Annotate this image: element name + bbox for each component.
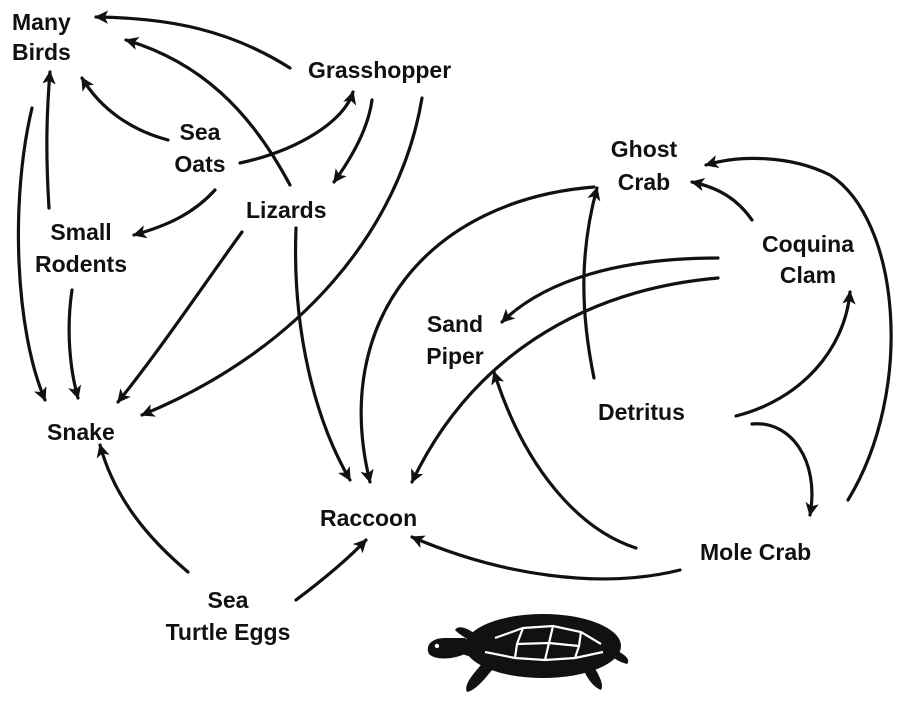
node-mole-crab-line-1: Mole Crab xyxy=(700,539,811,565)
arrow-coquina-clam-to-raccoon xyxy=(412,278,718,482)
node-sand-piper-line-2: Piper xyxy=(426,343,484,369)
arrow-detritus-to-ghost-crab xyxy=(584,188,597,378)
arrow-coquina-clam-to-ghost-crab xyxy=(692,182,752,220)
arrow-sea-oats-to-small-rodents xyxy=(134,190,215,235)
arrow-lizards-to-raccoon xyxy=(296,228,350,480)
feeding-arrows xyxy=(18,17,891,600)
node-many-birds: Many Birds xyxy=(12,9,71,65)
node-snake: Snake xyxy=(47,419,115,445)
arrow-mole-crab-to-raccoon xyxy=(412,537,680,579)
arrow-sea-turtle-eggs-to-snake xyxy=(100,445,188,572)
node-sea-oats-line-2: Oats xyxy=(174,151,225,177)
node-coquina-clam-line-2: Clam xyxy=(780,262,836,288)
node-small-rodents-line-2: Rodents xyxy=(35,251,127,277)
arrow-sea-oats-to-many-birds xyxy=(82,78,168,140)
node-detritus: Detritus xyxy=(598,399,685,425)
arrow-detritus-to-mole-crab xyxy=(752,424,812,515)
node-sea-turtle-eggs: Sea Turtle Eggs xyxy=(166,587,291,645)
node-sand-piper-line-1: Sand xyxy=(427,311,483,337)
arrow-coquina-clam-to-sand-piper xyxy=(502,258,718,322)
node-ghost-crab-line-2: Crab xyxy=(618,169,670,195)
arrow-sea-turtle-eggs-to-raccoon xyxy=(296,540,366,600)
node-many-birds-line-2: Birds xyxy=(12,39,71,65)
node-mole-crab: Mole Crab xyxy=(700,539,811,565)
node-lizards-line-1: Lizards xyxy=(246,197,327,223)
node-ghost-crab: Ghost Crab xyxy=(611,136,678,195)
node-raccoon-line-1: Raccoon xyxy=(320,505,417,531)
node-sea-oats-line-1: Sea xyxy=(180,119,221,145)
node-small-rodents: Small Rodents xyxy=(35,219,127,277)
organism-labels: Many Birds Grasshopper Sea Oats Lizards … xyxy=(12,9,854,645)
node-many-birds-line-1: Many xyxy=(12,9,71,35)
arrow-grasshopper-to-snake xyxy=(142,98,422,415)
node-sea-oats: Sea Oats xyxy=(174,119,225,177)
node-snake-line-1: Snake xyxy=(47,419,115,445)
node-sea-turtle-eggs-line-1: Sea xyxy=(208,587,249,613)
arrow-detritus-to-coquina-clam xyxy=(736,292,850,416)
node-coquina-clam-line-1: Coquina xyxy=(762,231,854,257)
node-ghost-crab-line-1: Ghost xyxy=(611,136,678,162)
node-detritus-line-1: Detritus xyxy=(598,399,685,425)
arrow-lizards-to-snake xyxy=(118,232,242,402)
node-grasshopper: Grasshopper xyxy=(308,57,451,83)
node-sea-turtle-eggs-line-2: Turtle Eggs xyxy=(166,619,291,645)
arrow-grasshopper-to-many-birds xyxy=(96,17,290,68)
node-raccoon: Raccoon xyxy=(320,505,417,531)
arrow-small-rodents-to-many-birds xyxy=(47,72,50,208)
node-lizards: Lizards xyxy=(246,197,327,223)
arrow-small-rodents-to-snake xyxy=(69,290,78,398)
node-coquina-clam: Coquina Clam xyxy=(762,231,854,288)
sea-turtle-icon xyxy=(428,614,628,692)
node-grasshopper-line-1: Grasshopper xyxy=(308,57,451,83)
node-sand-piper: Sand Piper xyxy=(426,311,484,369)
node-small-rodents-line-1: Small xyxy=(50,219,111,245)
arrow-sea-oats-to-grasshopper xyxy=(240,92,353,163)
